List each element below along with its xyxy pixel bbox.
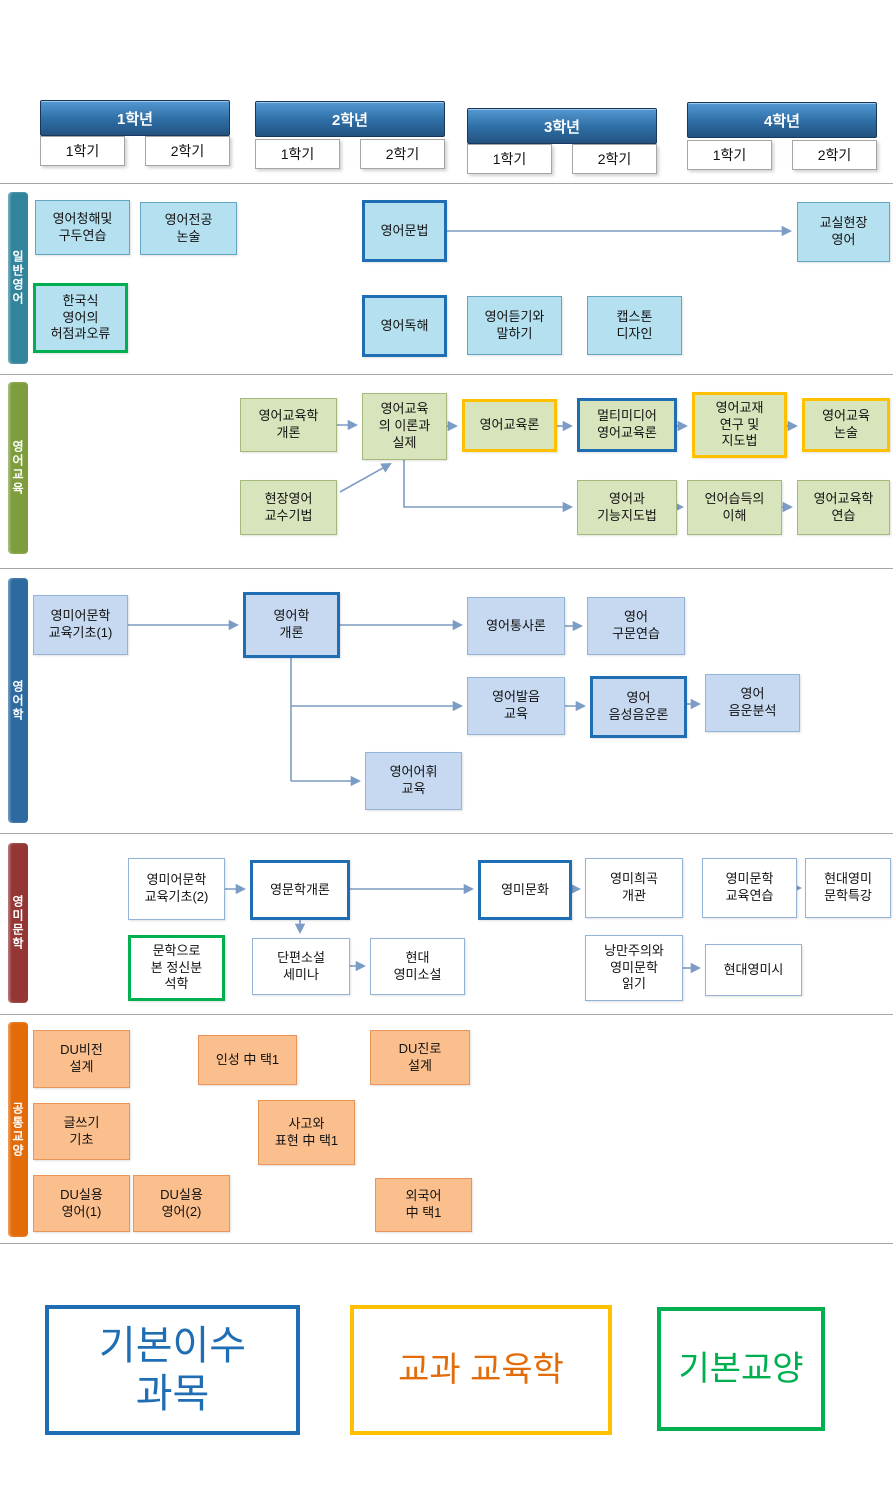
course-lang-lit-foundation-2: 영미어문학 교육기초(2) [128, 858, 225, 920]
course-romanticism-reading: 낭만주의와 영미문학 읽기 [585, 935, 683, 1001]
course-elt-intro: 영어교육학 개론 [240, 398, 337, 452]
course-textbook-research: 영어교재 연구 및 지도법 [692, 392, 787, 458]
course-psychoanalysis-literature: 문학으로 본 정신분 석학 [128, 935, 225, 1001]
course-phonetics-phonology: 영어 음성음운론 [590, 676, 687, 738]
course-structure-practice: 영어 구문연습 [587, 597, 685, 655]
course-syntax: 영어통사론 [467, 597, 565, 655]
section-bar-general-english: 일반영어 [8, 192, 28, 364]
course-multimedia-elt: 멀티미디어 영어교육론 [577, 398, 677, 452]
course-field-teaching-methods: 현장영어 교수기법 [240, 480, 337, 535]
course-drama-survey: 영미희곡 개관 [585, 858, 683, 918]
course-linguistics-intro: 영어학 개론 [243, 592, 340, 658]
section-bar-literature: 영미문학 [8, 843, 28, 1003]
course-capstone-design: 캡스톤 디자인 [587, 296, 682, 355]
course-du-practical-english-1: DU실용 영어(1) [33, 1175, 130, 1232]
section-divider [0, 1014, 893, 1015]
course-elt-theory-practice: 영어교육 의 이론과 실제 [362, 393, 447, 460]
course-korean-english-errors: 한국식 영어의 허점과오류 [33, 283, 128, 353]
course-modern-literature-special: 현대영미 문학특강 [805, 858, 891, 918]
semester-4-1: 1학기 [687, 140, 772, 170]
course-literature-intro: 영문학개론 [250, 860, 350, 920]
legend-basic-required: 기본이수 과목 [45, 1305, 300, 1435]
legend-basic-liberal: 기본교양 [657, 1307, 825, 1431]
course-listening-oral-practice: 영어청해및 구두연습 [35, 200, 130, 255]
section-bar-english-linguistics: 영어학 [8, 578, 28, 823]
course-foreign-language-elective: 외국어 中 택1 [375, 1178, 472, 1232]
course-english-reading: 영어독해 [362, 295, 447, 357]
course-elt-essay: 영어교육 논술 [802, 398, 890, 452]
course-lang-lit-foundation-1: 영미어문학 교육기초(1) [33, 595, 128, 655]
legend-subject-pedagogy: 교과 교육학 [350, 1305, 612, 1435]
section-bar-liberal-arts: 공통교양 [8, 1022, 28, 1237]
course-english-grammar: 영어문법 [362, 200, 447, 262]
course-pronunciation-education: 영어발음 교육 [467, 677, 565, 735]
course-short-story-seminar: 단편소설 세미나 [252, 938, 350, 995]
section-divider [0, 374, 893, 375]
course-character-elective: 인성 中 택1 [198, 1035, 297, 1085]
semester-3-2: 2학기 [572, 144, 657, 174]
course-literature-teaching-practice: 영미문학 교육연습 [702, 858, 797, 918]
year-header-2: 2학년 [255, 101, 445, 137]
course-language-acquisition: 언어습득의 이해 [687, 480, 782, 535]
year-header-4: 4학년 [687, 102, 877, 138]
semester-2-1: 1학기 [255, 139, 340, 169]
course-major-essay-writing: 영어전공 논술 [140, 202, 237, 255]
year-header-1: 1학년 [40, 100, 230, 136]
course-modern-fiction: 현대 영미소설 [370, 938, 465, 995]
course-vocabulary-education: 영어어휘 교육 [365, 752, 462, 810]
course-english-education-theory: 영어교육론 [462, 399, 557, 452]
course-du-career: DU진로 설계 [370, 1030, 470, 1085]
section-divider [0, 1243, 893, 1244]
year-header-3: 3학년 [467, 108, 657, 144]
course-listening-speaking: 영어듣기와 말하기 [467, 296, 562, 355]
semester-2-2: 2학기 [360, 139, 445, 169]
course-phonological-analysis: 영어 음운분석 [705, 674, 800, 732]
semester-4-2: 2학기 [792, 140, 877, 170]
semester-3-1: 1학기 [467, 144, 552, 174]
section-divider [0, 183, 893, 184]
course-writing-basics: 글쓰기 기초 [33, 1103, 130, 1160]
course-thinking-expression: 사고와 표현 中 택1 [258, 1100, 355, 1165]
section-divider [0, 568, 893, 569]
course-skills-teaching-methods: 영어과 기능지도법 [577, 480, 677, 535]
course-du-vision: DU비전 설계 [33, 1030, 130, 1088]
section-bar-english-education: 영어교육 [8, 382, 28, 554]
semester-1-2: 2학기 [145, 136, 230, 166]
course-du-practical-english-2: DU실용 영어(2) [133, 1175, 230, 1232]
course-elt-seminar: 영어교육학 연습 [797, 480, 890, 535]
course-classroom-english: 교실현장 영어 [797, 202, 890, 262]
semester-1-1: 1학기 [40, 136, 125, 166]
course-british-american-culture: 영미문화 [478, 860, 572, 920]
course-modern-poetry: 현대영미시 [705, 944, 802, 996]
section-divider [0, 833, 893, 834]
